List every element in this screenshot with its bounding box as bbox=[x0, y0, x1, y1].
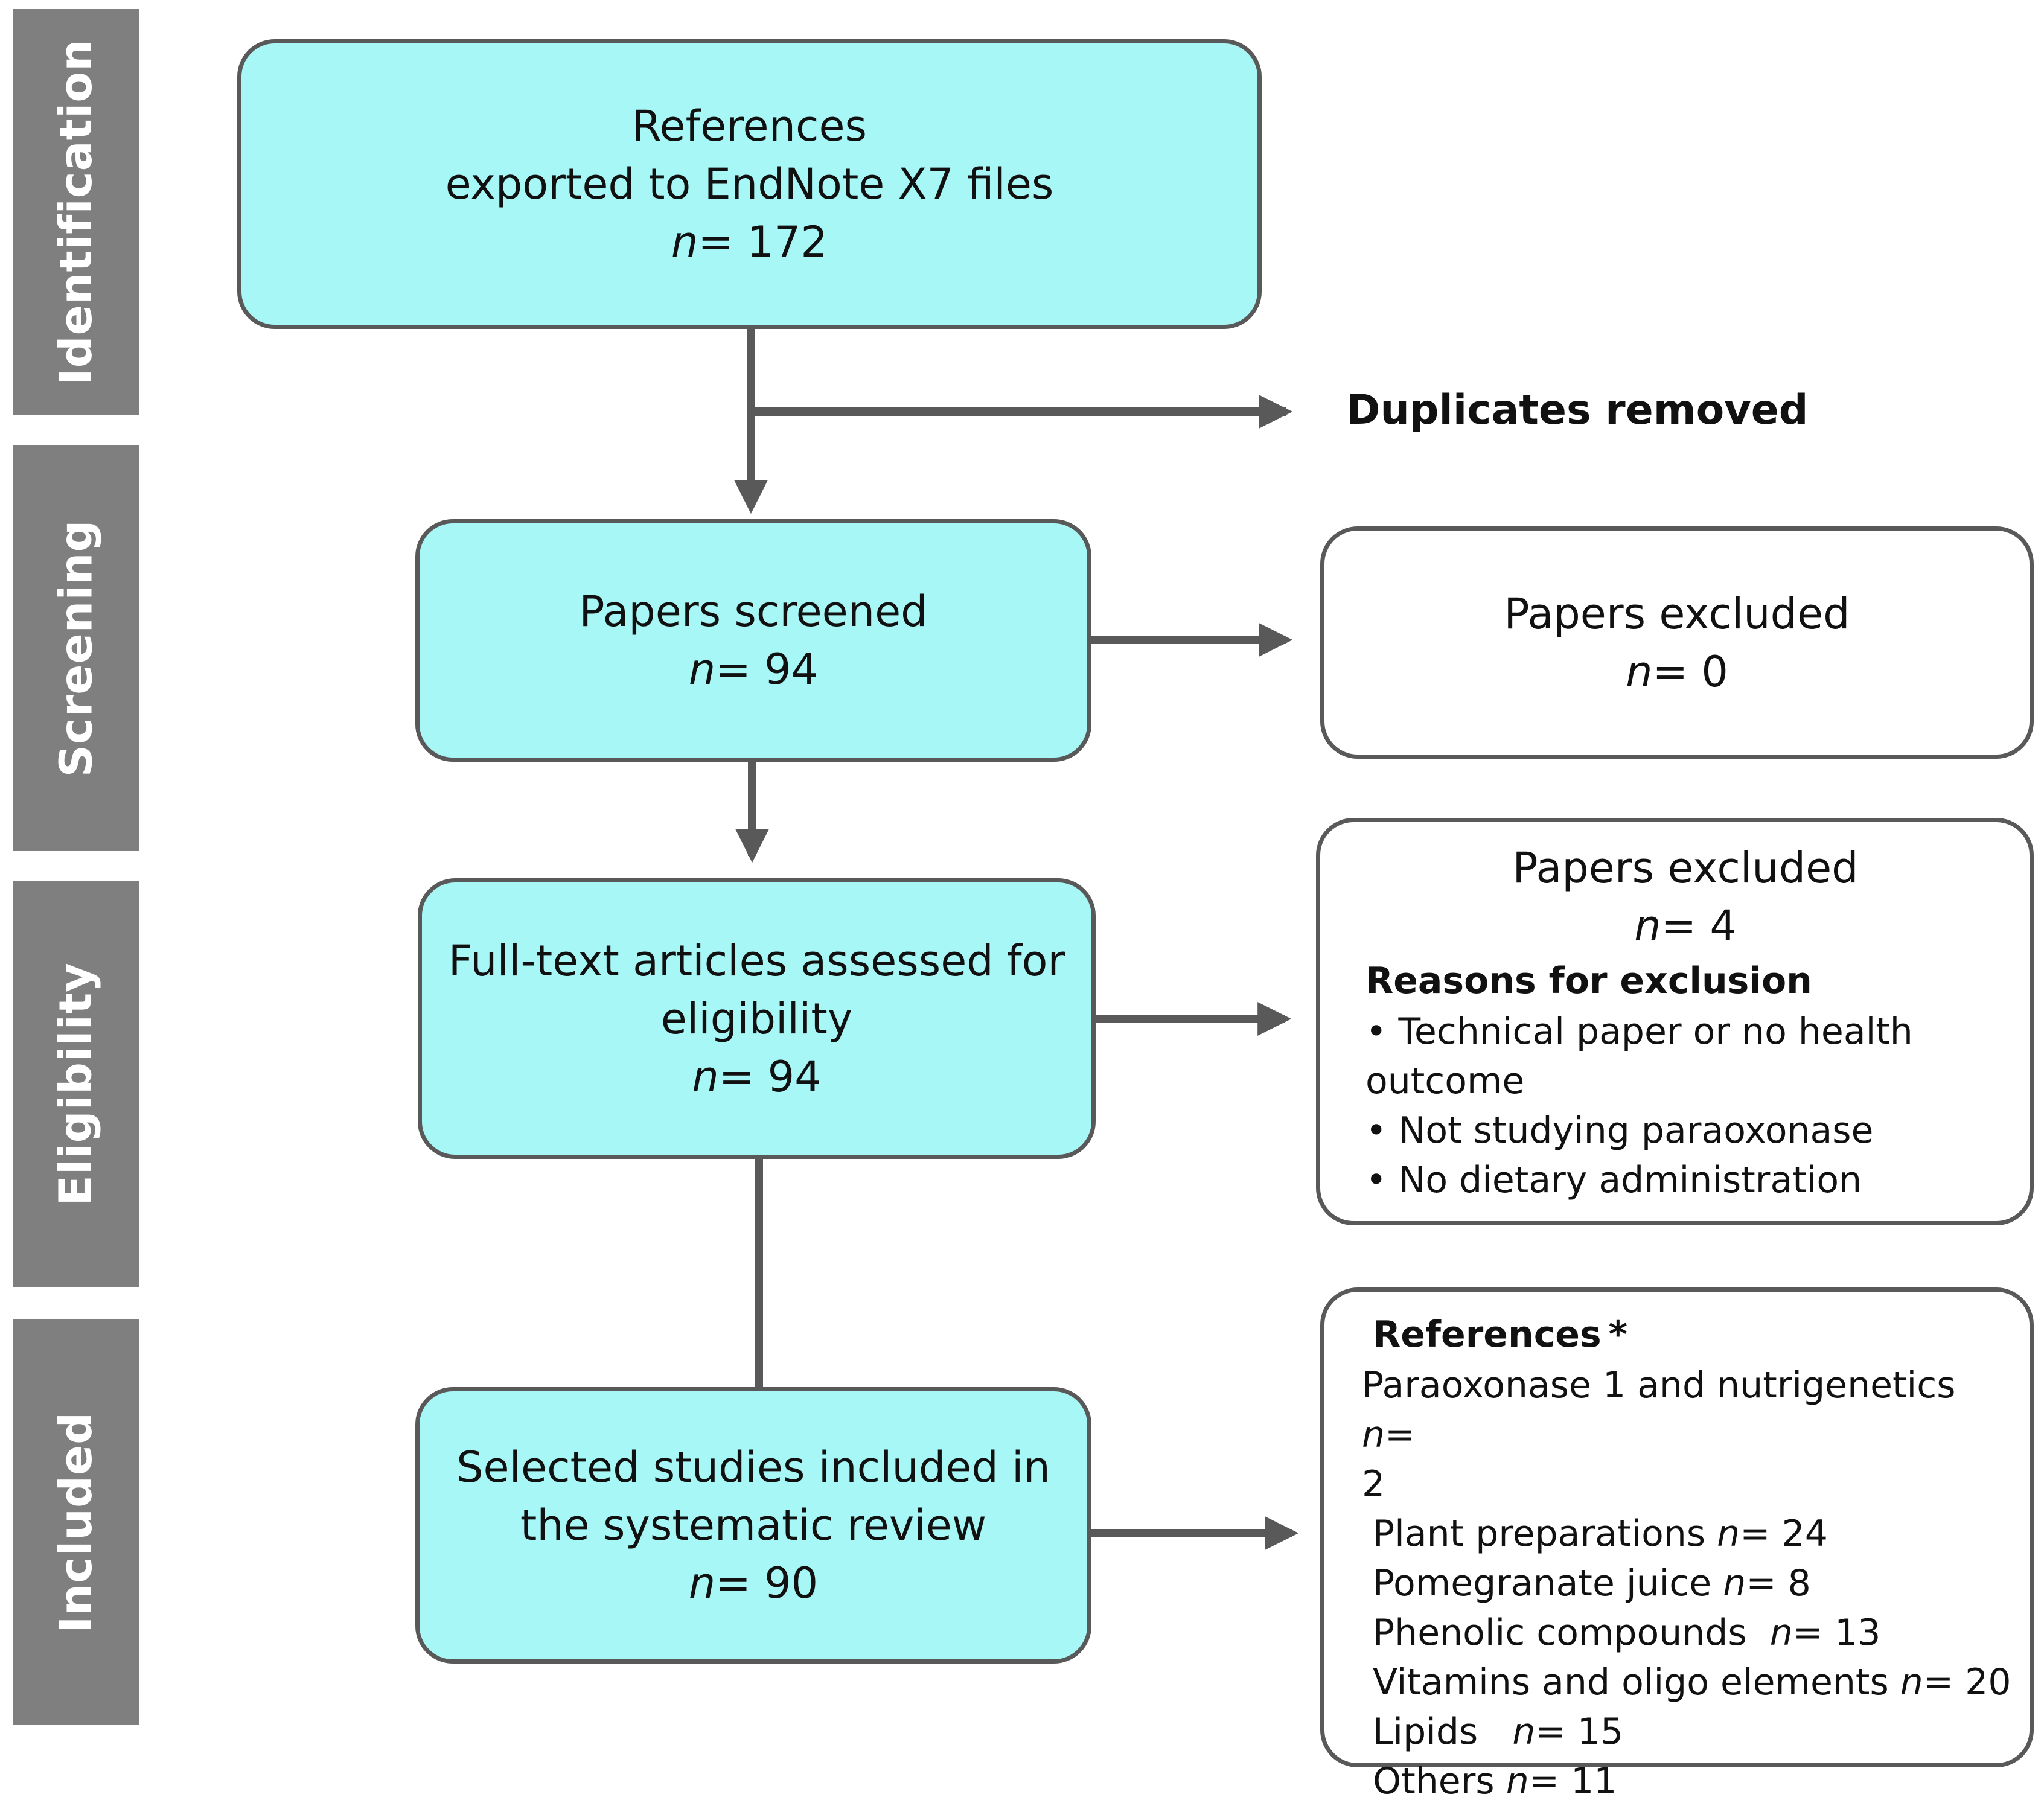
selected-studies-count: n= 90 bbox=[688, 1559, 819, 1608]
papers-excluded-screening-box: Papers excluded n= 0 bbox=[1320, 526, 2034, 759]
papers-excluded-eligibility-box: Papers excluded n= 4 Reasons for exclusi… bbox=[1316, 818, 2034, 1225]
reasons-for-exclusion-heading: Reasons for exclusion bbox=[1365, 960, 1812, 1002]
references-subtitle: exported to EndNote X7 files bbox=[445, 159, 1054, 209]
papers-screened-count: n= 94 bbox=[688, 645, 819, 694]
reference-category: 2 bbox=[1362, 1463, 1385, 1505]
references-count: n= 172 bbox=[671, 217, 828, 267]
selected-studies-line2: the systematic review bbox=[520, 1501, 987, 1550]
selected-studies-box: Selected studies included in the systema… bbox=[415, 1387, 1091, 1664]
references-title: References bbox=[632, 101, 867, 151]
reason-item: • Not studying paraoxonase bbox=[1365, 1109, 1874, 1152]
references-exported-box: References exported to EndNote X7 files … bbox=[237, 39, 1262, 329]
fulltext-count: n= 94 bbox=[692, 1051, 822, 1102]
references-breakdown-box: References* Paraoxonase 1 and nutrigenet… bbox=[1320, 1287, 2034, 1802]
stage-screening-label: Screening bbox=[50, 519, 103, 777]
references-breakdown-heading: References* bbox=[1373, 1313, 1628, 1356]
stage-identification-label: Identification bbox=[50, 39, 103, 385]
fulltext-assessed-box: Full-text articles assessed for eligibil… bbox=[418, 878, 1096, 1159]
stage-eligibility: Eligibility bbox=[13, 881, 139, 1287]
reference-category: Lipids n= 15 bbox=[1373, 1711, 1624, 1753]
papers-excluded-screening-title: Papers excluded bbox=[1504, 589, 1850, 639]
papers-screened-box: Papers screened n= 94 bbox=[415, 519, 1091, 762]
reason-item: • No dietary administration bbox=[1365, 1159, 1862, 1201]
stage-included-label: Included bbox=[50, 1411, 103, 1633]
reason-item: outcome bbox=[1365, 1060, 1525, 1102]
reason-item: • Technical paper or no health bbox=[1365, 1010, 1913, 1053]
reference-category: Paraoxonase 1 and nutrigenetics n= bbox=[1362, 1364, 1956, 1456]
reference-category: Others n= 11 bbox=[1373, 1760, 1617, 1802]
papers-excluded-eligibility-title: Papers excluded bbox=[1512, 843, 1859, 893]
reference-category: Vitamins and oligo elements n= 20 bbox=[1373, 1661, 2011, 1703]
fulltext-title-line1: Full-text articles assessed for bbox=[448, 936, 1065, 986]
papers-excluded-eligibility-count: n= 4 bbox=[1634, 901, 1737, 951]
selected-studies-line1: Selected studies included in bbox=[456, 1443, 1050, 1492]
duplicates-removed-label: Duplicates removed bbox=[1346, 386, 1809, 434]
fulltext-title-line2: eligibility bbox=[660, 994, 853, 1044]
reference-category: Phenolic compounds n= 13 bbox=[1373, 1612, 1881, 1654]
exclusion-reasons-panel: Papers excluded n= 4 Reasons for exclusi… bbox=[1365, 839, 2005, 1205]
stage-included: Included bbox=[13, 1319, 139, 1725]
stage-identification: Identification bbox=[13, 9, 139, 415]
reference-category: Pomegranate juice n= 8 bbox=[1373, 1562, 1811, 1604]
reference-category: Plant preparations n= 24 bbox=[1373, 1513, 1828, 1555]
papers-screened-title: Papers screened bbox=[579, 587, 928, 636]
references-breakdown-panel: References* Paraoxonase 1 and nutrigenet… bbox=[1362, 1309, 2017, 1806]
stage-eligibility-label: Eligibility bbox=[50, 962, 103, 1206]
stage-screening: Screening bbox=[13, 445, 139, 851]
papers-excluded-screening-count: n= 0 bbox=[1626, 646, 1728, 697]
